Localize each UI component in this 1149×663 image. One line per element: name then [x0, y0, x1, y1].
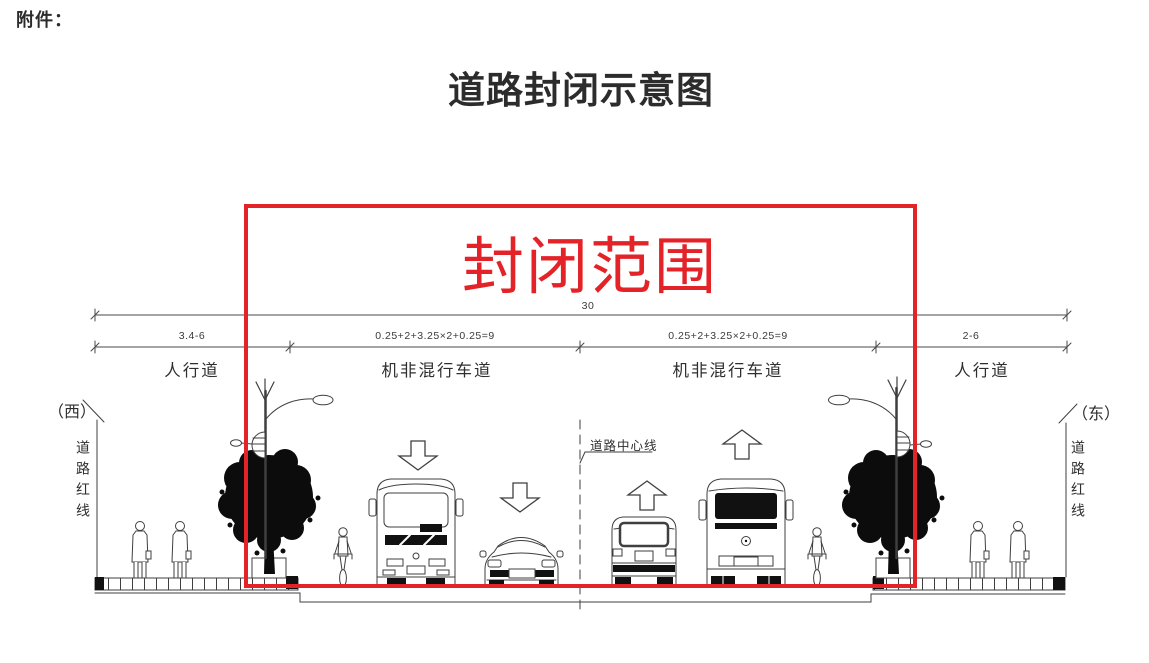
lane-name: 机非混行车道 — [672, 362, 784, 380]
road-boundary-lines — [82, 399, 1078, 579]
dimension-value: 2-6 — [962, 330, 980, 342]
west-road-redline-label: 道路红线 — [75, 440, 91, 524]
pedestrian — [969, 521, 990, 579]
east-label: （东） — [1072, 406, 1121, 423]
bus-rear — [698, 478, 794, 587]
right-streetlamp — [828, 376, 932, 560]
road-centerline — [579, 419, 653, 613]
suv-rear — [611, 516, 677, 587]
dimension-value: 3.4-6 — [178, 330, 206, 342]
dimension-lines — [90, 308, 1072, 354]
closure-range-box — [244, 204, 917, 588]
lane-name: 机非混行车道 — [381, 362, 493, 380]
page-title: 道路封闭示意图 — [448, 71, 714, 112]
right-sidewalk — [872, 576, 1066, 591]
lane-name: 人行道 — [164, 362, 220, 380]
attachment-label: 附件： — [16, 10, 73, 30]
west-label: （西） — [48, 404, 97, 421]
pedestrian — [1009, 521, 1030, 579]
pedestrian — [171, 521, 192, 579]
lane-name: 人行道 — [954, 362, 1010, 380]
bus-front — [368, 478, 464, 587]
dimension-value: 0.25+2+3.25×2+0.25=9 — [375, 330, 495, 342]
dimension-value: 0.25+2+3.25×2+0.25=9 — [668, 330, 788, 342]
car-front — [479, 537, 564, 587]
centerline-label: 道路中心线 — [590, 439, 658, 453]
east-road-redline-label: 道路红线 — [1070, 440, 1086, 524]
closure-range-label: 封闭范围 — [461, 234, 718, 302]
left-streetlamp — [230, 378, 334, 560]
dimension-overall: 30 — [581, 300, 595, 312]
pedestrian — [131, 521, 152, 579]
